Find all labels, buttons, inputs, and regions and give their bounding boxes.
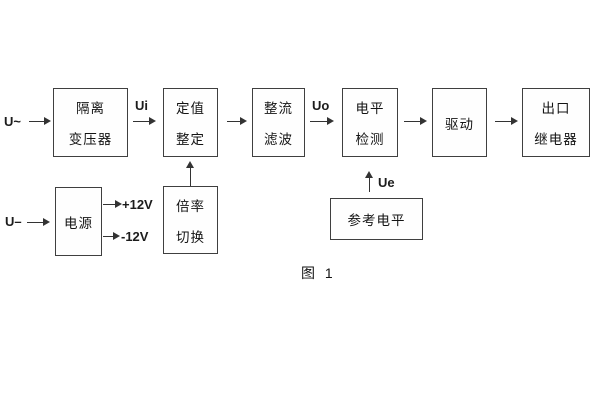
block-level-detect-line2: 检测 [355,132,385,147]
arrow-right-icon-rail-neg [103,232,120,241]
block-level-detect-line1: 电平 [355,101,385,116]
block-ratio-switch-line1: 倍率 [176,198,205,214]
arrow-up-icon-ue [365,171,374,192]
block-rectify-filter: 整流 滤波 [252,88,305,157]
label-signal-ui: Ui [135,98,148,113]
arrow-right-icon-ui [133,117,156,126]
block-drive: 驱动 [432,88,487,157]
arrow-right-icon-detect-to-drive [404,117,427,126]
arrow-up-icon-ratio-to-setpoint [186,161,195,186]
arrow-right-icon-uo [310,117,334,126]
block-output-relay-line2: 继电器 [534,132,578,147]
block-reference-level-label: 参考电平 [347,213,406,228]
block-power-supply-label: 电源 [64,215,93,231]
figure-caption: 图 1 [301,265,336,281]
block-setpoint-adjust-line2: 整定 [176,132,205,147]
block-setpoint-adjust: 定值 整定 [163,88,218,157]
block-output-relay-line1: 出口 [541,101,571,116]
block-isolation-transformer: 隔离 变压器 [53,88,128,157]
label-rail-pos-12v: +12V [122,197,153,212]
block-rectify-filter-line1: 整流 [264,101,293,116]
arrow-right-icon-input-dc [27,218,50,227]
block-drive-label: 驱动 [445,116,474,132]
block-ratio-switch: 倍率 切换 [163,186,218,254]
label-input-dc: U– [5,214,22,229]
block-reference-level: 参考电平 [330,198,423,240]
block-power-supply: 电源 [55,187,102,256]
arrow-right-icon-setpoint-to-rectify [227,117,247,126]
arrow-right-icon-input-ac [29,117,51,126]
block-level-detect: 电平 检测 [342,88,398,157]
block-output-relay: 出口 继电器 [522,88,590,157]
block-isolation-transformer-line1: 隔离 [76,101,105,116]
label-input-ac: U~ [4,114,21,129]
block-ratio-switch-line2: 切换 [176,229,205,245]
label-signal-uo: Uo [312,98,330,113]
arrow-right-icon-drive-to-relay [495,117,518,126]
block-setpoint-adjust-line1: 定值 [176,101,205,116]
block-isolation-transformer-line2: 变压器 [68,132,113,147]
block-rectify-filter-line2: 滤波 [264,132,293,147]
label-rail-neg-12v: -12V [121,229,149,244]
arrow-right-icon-rail-pos [103,200,122,209]
label-signal-ue: Ue [378,175,395,190]
